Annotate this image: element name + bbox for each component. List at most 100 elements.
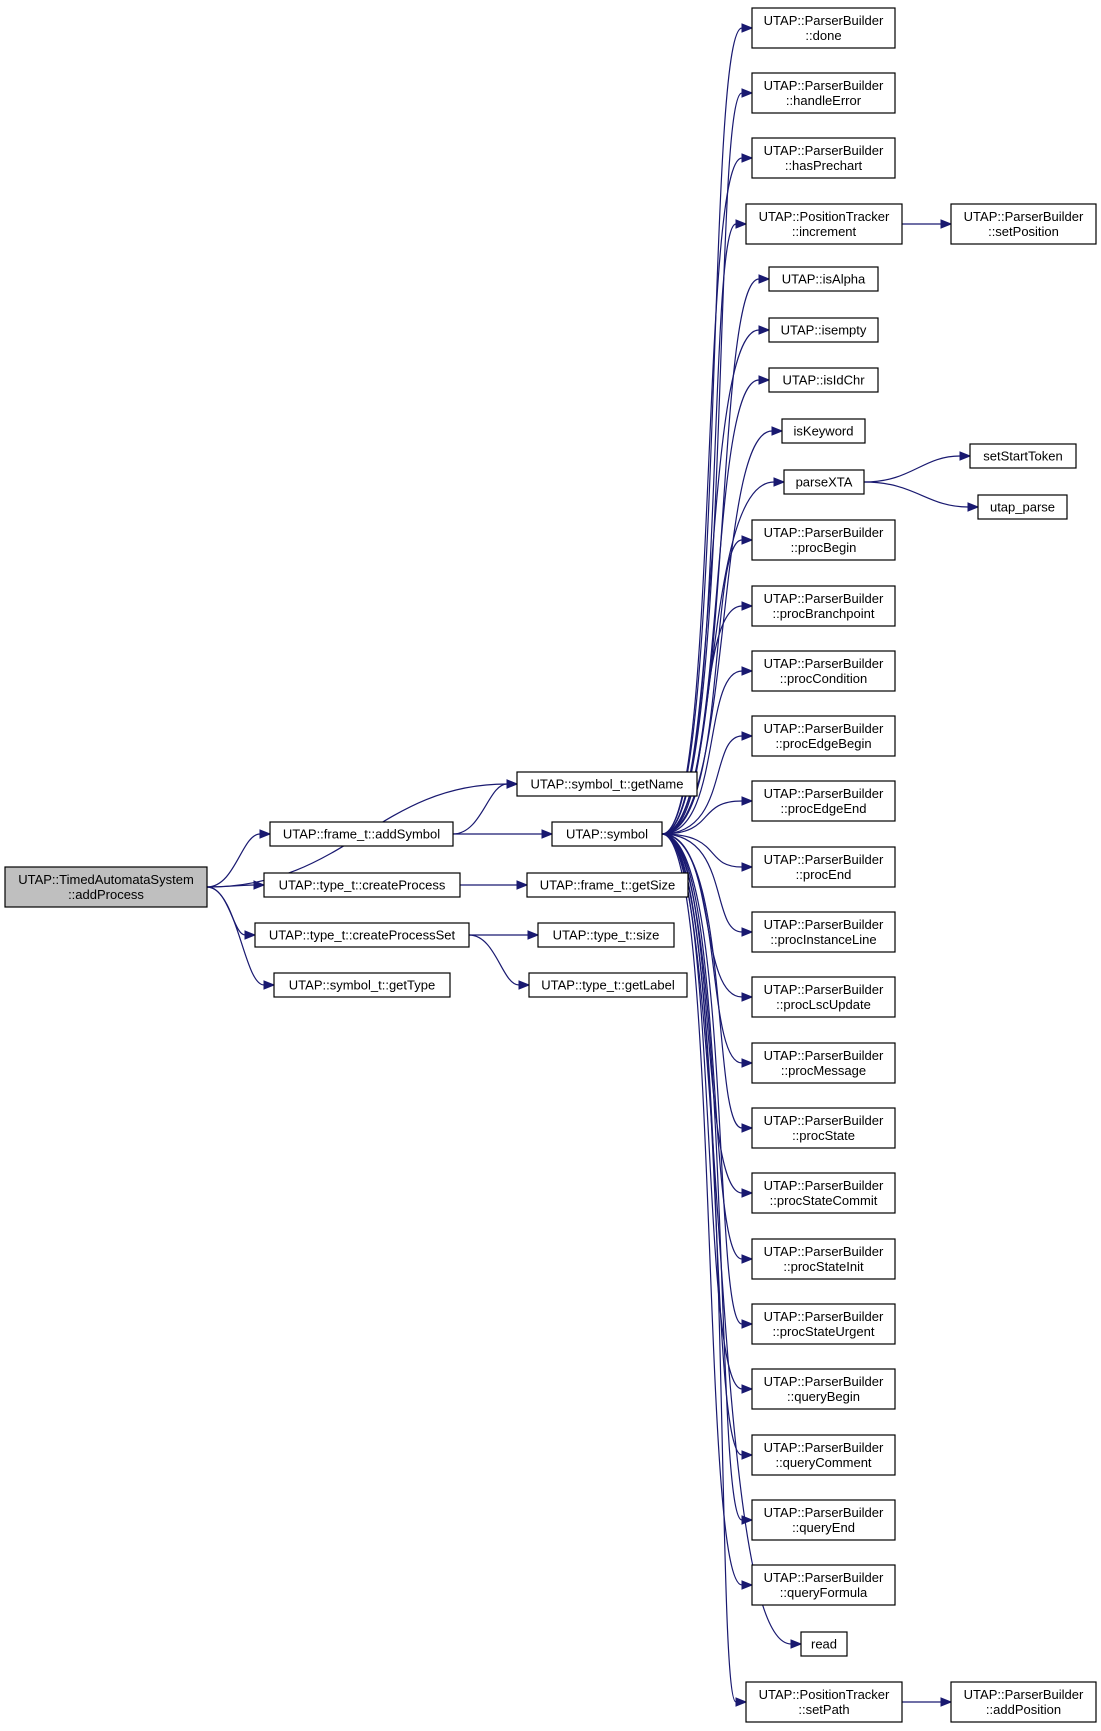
node-queryFormula[interactable]: UTAP::ParserBuilder::queryFormula bbox=[751, 1564, 896, 1606]
node-box-hasPrechart[interactable] bbox=[751, 137, 896, 179]
edge-symbol-to-setPath bbox=[661, 833, 737, 1703]
node-queryEnd[interactable]: UTAP::ParserBuilder::queryEnd bbox=[751, 1499, 896, 1541]
arrowhead-handleError bbox=[741, 88, 754, 98]
node-queryBegin[interactable]: UTAP::ParserBuilder::queryBegin bbox=[751, 1368, 896, 1410]
node-hasPrechart[interactable]: UTAP::ParserBuilder::hasPrechart bbox=[751, 137, 896, 179]
node-box-isAlpha[interactable] bbox=[768, 266, 879, 292]
node-handleError[interactable]: UTAP::ParserBuilder::handleError bbox=[751, 72, 896, 114]
node-getName[interactable]: UTAP::symbol_t::getName bbox=[516, 771, 698, 797]
node-read[interactable]: read bbox=[800, 1631, 848, 1657]
edge-symbol-to-increment bbox=[661, 223, 737, 835]
node-box-getType[interactable] bbox=[273, 972, 451, 998]
node-box-addProcess[interactable] bbox=[4, 866, 208, 908]
node-box-handleError[interactable] bbox=[751, 72, 896, 114]
node-box-queryComment[interactable] bbox=[751, 1434, 896, 1476]
node-label-queryBegin-0: UTAP::ParserBuilder bbox=[764, 1374, 884, 1389]
node-box-procInstanceLine[interactable] bbox=[751, 911, 896, 953]
node-isempty[interactable]: UTAP::isempty bbox=[768, 317, 879, 343]
node-setPosition[interactable]: UTAP::ParserBuilder::setPosition bbox=[950, 203, 1097, 245]
node-box-getSize[interactable] bbox=[526, 872, 689, 898]
node-utap_parse[interactable]: utap_parse bbox=[977, 494, 1068, 520]
node-box-addSymbol[interactable] bbox=[269, 821, 454, 847]
node-parseXTA[interactable]: parseXTA bbox=[783, 469, 865, 495]
arrowhead-queryComment bbox=[741, 1450, 754, 1460]
node-box-parseXTA[interactable] bbox=[783, 469, 865, 495]
node-label-procLscUpdate-1: ::procLscUpdate bbox=[776, 997, 871, 1012]
node-procStateUrgent[interactable]: UTAP::ParserBuilder::procStateUrgent bbox=[751, 1303, 896, 1345]
node-addSymbol[interactable]: UTAP::frame_t::addSymbol bbox=[269, 821, 454, 847]
node-box-setStartToken[interactable] bbox=[969, 443, 1077, 469]
node-addProcess[interactable]: UTAP::TimedAutomataSystem::addProcess bbox=[4, 866, 208, 908]
node-box-procBegin[interactable] bbox=[751, 519, 896, 561]
node-label-getName-0: UTAP::symbol_t::getName bbox=[531, 777, 684, 792]
node-isIdChr[interactable]: UTAP::isIdChr bbox=[768, 367, 879, 393]
node-label-queryEnd-1: ::queryEnd bbox=[792, 1520, 855, 1535]
node-label-queryFormula-0: UTAP::ParserBuilder bbox=[764, 1570, 884, 1585]
node-createProcessSet[interactable]: UTAP::type_t::createProcessSet bbox=[254, 922, 470, 948]
node-increment[interactable]: UTAP::PositionTracker::increment bbox=[745, 203, 903, 245]
node-label-isempty-0: UTAP::isempty bbox=[781, 323, 867, 338]
node-procMessage[interactable]: UTAP::ParserBuilder::procMessage bbox=[751, 1042, 896, 1084]
node-box-queryBegin[interactable] bbox=[751, 1368, 896, 1410]
node-done[interactable]: UTAP::ParserBuilder::done bbox=[751, 7, 896, 49]
node-box-queryEnd[interactable] bbox=[751, 1499, 896, 1541]
node-box-setPath[interactable] bbox=[745, 1681, 903, 1723]
node-box-procEnd[interactable] bbox=[751, 846, 896, 888]
node-label-procBegin-1: ::procBegin bbox=[791, 540, 857, 555]
arrowhead-getLabel bbox=[518, 980, 531, 990]
node-procInstanceLine[interactable]: UTAP::ParserBuilder::procInstanceLine bbox=[751, 911, 896, 953]
node-box-isIdChr[interactable] bbox=[768, 367, 879, 393]
node-size[interactable]: UTAP::type_t::size bbox=[537, 922, 675, 948]
node-queryComment[interactable]: UTAP::ParserBuilder::queryComment bbox=[751, 1434, 896, 1476]
node-box-procLscUpdate[interactable] bbox=[751, 976, 896, 1018]
node-box-procStateUrgent[interactable] bbox=[751, 1303, 896, 1345]
node-procStateInit[interactable]: UTAP::ParserBuilder::procStateInit bbox=[751, 1238, 896, 1280]
node-addPosition[interactable]: UTAP::ParserBuilder::addPosition bbox=[950, 1681, 1097, 1723]
node-getLabel[interactable]: UTAP::type_t::getLabel bbox=[528, 972, 688, 998]
node-box-getLabel[interactable] bbox=[528, 972, 688, 998]
node-box-utap_parse[interactable] bbox=[977, 494, 1068, 520]
node-procStateCommit[interactable]: UTAP::ParserBuilder::procStateCommit bbox=[751, 1172, 896, 1214]
node-box-procBranchpoint[interactable] bbox=[751, 585, 896, 627]
node-box-symbol[interactable] bbox=[551, 821, 663, 847]
node-procEnd[interactable]: UTAP::ParserBuilder::procEnd bbox=[751, 846, 896, 888]
node-box-increment[interactable] bbox=[745, 203, 903, 245]
node-isKeyword[interactable]: isKeyword bbox=[781, 418, 866, 444]
node-box-addPosition[interactable] bbox=[950, 1681, 1097, 1723]
node-setStartToken[interactable]: setStartToken bbox=[969, 443, 1077, 469]
node-label-procCondition-1: ::procCondition bbox=[780, 671, 867, 686]
node-box-procStateInit[interactable] bbox=[751, 1238, 896, 1280]
node-box-getName[interactable] bbox=[516, 771, 698, 797]
node-box-createProcess[interactable] bbox=[263, 872, 461, 898]
node-procState[interactable]: UTAP::ParserBuilder::procState bbox=[751, 1107, 896, 1149]
node-isAlpha[interactable]: UTAP::isAlpha bbox=[768, 266, 879, 292]
node-box-isKeyword[interactable] bbox=[781, 418, 866, 444]
node-box-procMessage[interactable] bbox=[751, 1042, 896, 1084]
node-box-procEdgeBegin[interactable] bbox=[751, 715, 896, 757]
node-box-procStateCommit[interactable] bbox=[751, 1172, 896, 1214]
edge-symbol-to-procStateInit bbox=[661, 833, 743, 1260]
node-box-done[interactable] bbox=[751, 7, 896, 49]
node-box-createProcessSet[interactable] bbox=[254, 922, 470, 948]
edge-addProcess-to-createProcessSet bbox=[206, 886, 246, 936]
node-setPath[interactable]: UTAP::PositionTracker::setPath bbox=[745, 1681, 903, 1723]
node-box-read[interactable] bbox=[800, 1631, 848, 1657]
node-procBegin[interactable]: UTAP::ParserBuilder::procBegin bbox=[751, 519, 896, 561]
node-procLscUpdate[interactable]: UTAP::ParserBuilder::procLscUpdate bbox=[751, 976, 896, 1018]
node-box-isempty[interactable] bbox=[768, 317, 879, 343]
node-box-setPosition[interactable] bbox=[950, 203, 1097, 245]
node-box-procCondition[interactable] bbox=[751, 650, 896, 692]
node-procCondition[interactable]: UTAP::ParserBuilder::procCondition bbox=[751, 650, 896, 692]
node-box-queryFormula[interactable] bbox=[751, 1564, 896, 1606]
node-label-queryFormula-1: ::queryFormula bbox=[780, 1585, 868, 1600]
node-procEdgeBegin[interactable]: UTAP::ParserBuilder::procEdgeBegin bbox=[751, 715, 896, 757]
node-box-size[interactable] bbox=[537, 922, 675, 948]
node-procEdgeEnd[interactable]: UTAP::ParserBuilder::procEdgeEnd bbox=[751, 780, 896, 822]
node-symbol[interactable]: UTAP::symbol bbox=[551, 821, 663, 847]
node-getSize[interactable]: UTAP::frame_t::getSize bbox=[526, 872, 689, 898]
node-procBranchpoint[interactable]: UTAP::ParserBuilder::procBranchpoint bbox=[751, 585, 896, 627]
node-box-procEdgeEnd[interactable] bbox=[751, 780, 896, 822]
node-createProcess[interactable]: UTAP::type_t::createProcess bbox=[263, 872, 461, 898]
node-getType[interactable]: UTAP::symbol_t::getType bbox=[273, 972, 451, 998]
node-box-procState[interactable] bbox=[751, 1107, 896, 1149]
